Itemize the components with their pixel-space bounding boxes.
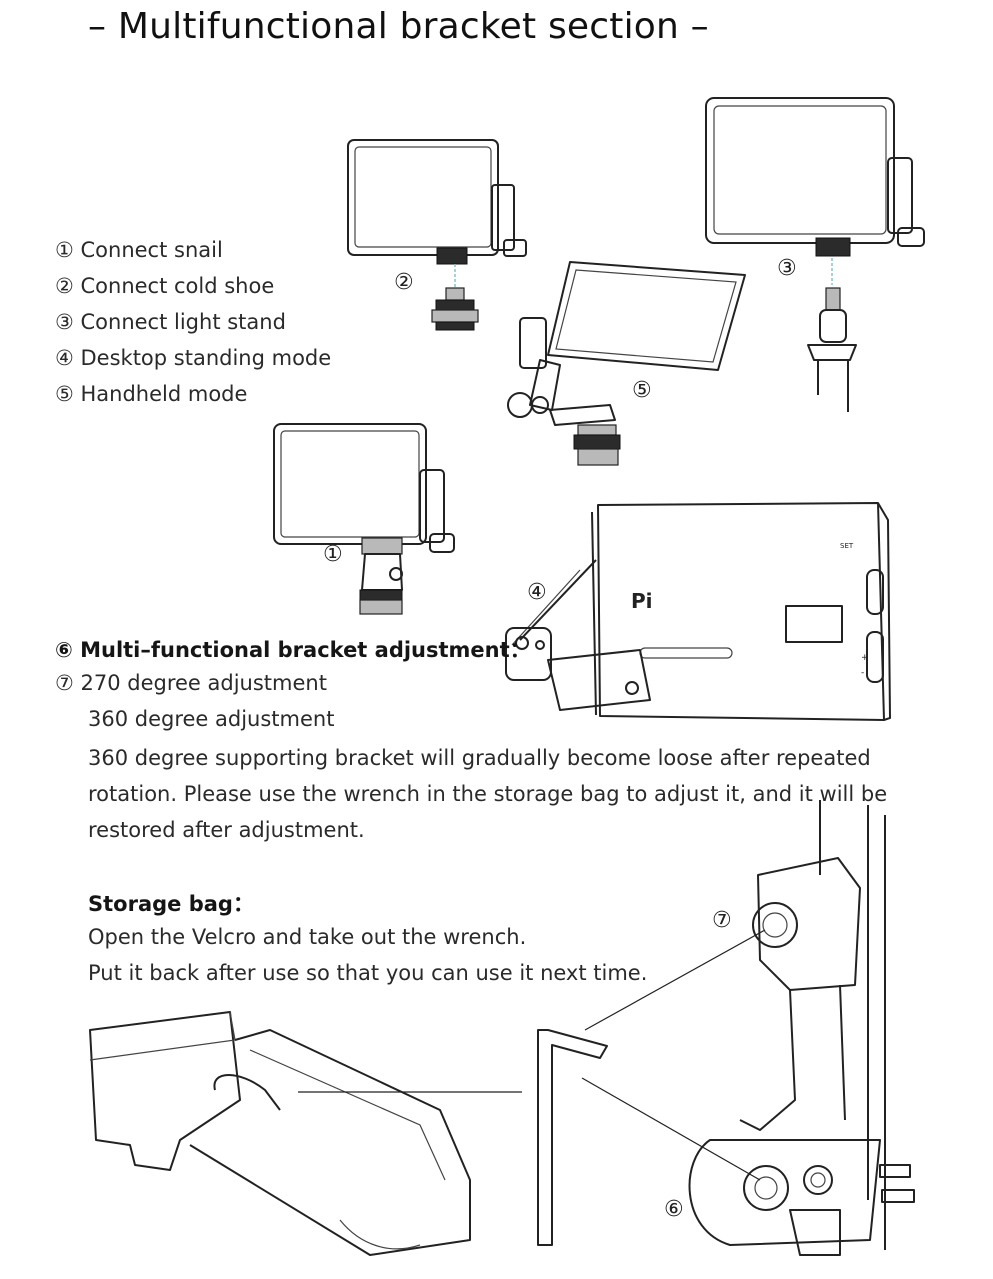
adjust-270: ⑦ 270 degree adjustment	[55, 671, 327, 695]
mode-list: ① Connect snail ② Connect cold shoe ③ Co…	[55, 234, 331, 414]
callout-5: ⑤	[632, 378, 652, 403]
mode-item-desktop: ④ Desktop standing mode	[55, 346, 332, 370]
desktop-mode-illustration: Pi SET + -	[505, 502, 891, 721]
device-minus-label: -	[861, 668, 864, 678]
note-line-2: rotation. Please use the wrench in the s…	[88, 782, 888, 806]
callout-4: ④	[527, 580, 547, 605]
mode-item-cold-shoe: ② Connect cold shoe	[55, 274, 275, 298]
callout-1: ①	[323, 542, 343, 567]
bracket-detail-illustration	[581, 800, 915, 1256]
callout-3: ③	[777, 256, 797, 281]
device-plus-label: +	[861, 653, 869, 663]
note-line-1: 360 degree supporting bracket will gradu…	[88, 746, 871, 770]
callout-6: ⑥	[664, 1197, 684, 1222]
storage-heading: Storage bag：	[88, 892, 254, 916]
light-cold-shoe-illustration	[347, 139, 527, 331]
page-title: – Multifunctional bracket section –	[88, 6, 709, 47]
light-stand-illustration	[705, 97, 925, 412]
handheld-mode-illustration	[507, 261, 746, 466]
storage-line-1: Open the Velcro and take out the wrench.	[88, 925, 527, 949]
adjustment-note: 360 degree supporting bracket will gradu…	[88, 740, 888, 848]
adjustment-heading: ⑥ Multi–functional bracket adjustment：	[55, 638, 531, 662]
note-line-3: restored after adjustment.	[88, 818, 365, 842]
adjust-360: 360 degree adjustment	[88, 707, 335, 731]
mode-item-light-stand: ③ Connect light stand	[55, 310, 286, 334]
mode-item-handheld: ⑤ Handheld mode	[55, 382, 248, 406]
mode-item-snail: ① Connect snail	[55, 238, 223, 262]
storage-bag-illustration	[89, 1011, 522, 1256]
device-set-label: SET	[840, 542, 854, 550]
brand-logo: Pi	[631, 589, 653, 613]
hex-wrench-illustration	[537, 1029, 608, 1246]
callout-7: ⑦	[712, 908, 732, 933]
light-snail-illustration	[273, 423, 455, 615]
callout-2: ②	[394, 270, 414, 295]
storage-line-2: Put it back after use so that you can us…	[88, 961, 648, 985]
